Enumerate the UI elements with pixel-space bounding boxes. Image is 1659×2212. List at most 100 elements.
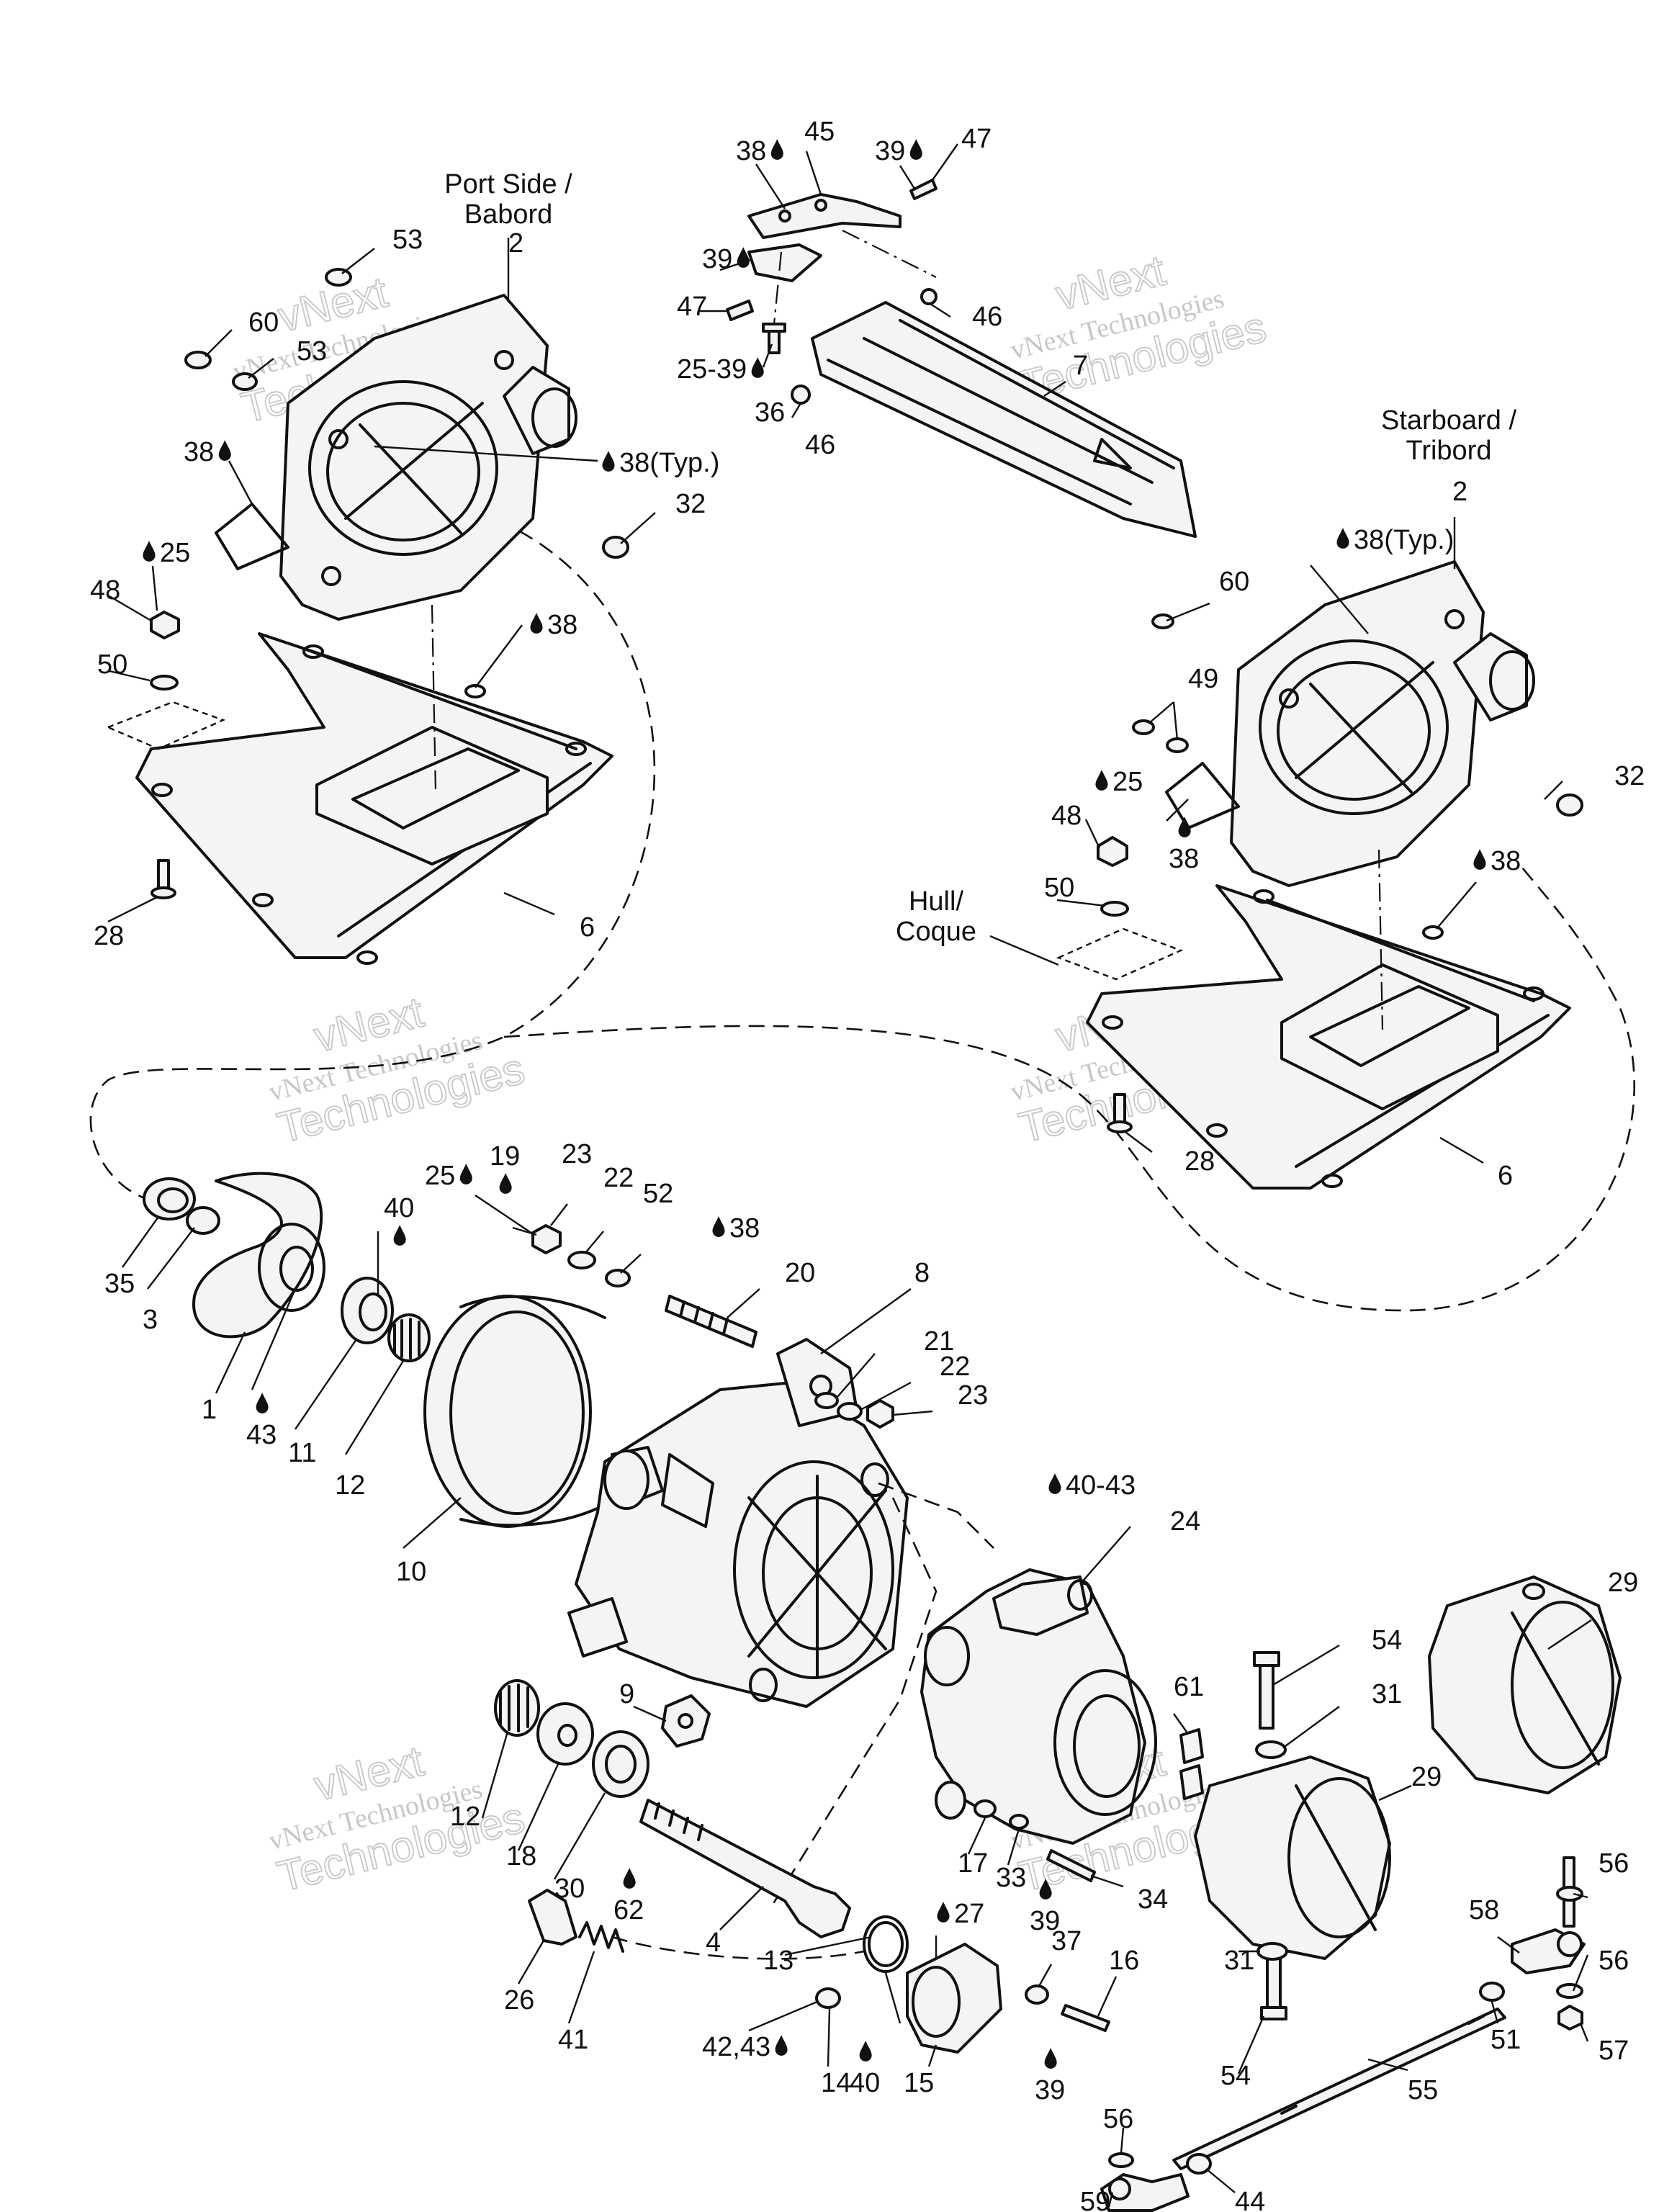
drop-icon (909, 139, 922, 160)
drop-icon (602, 451, 615, 472)
ride-plate-part-7 (811, 301, 1197, 538)
drive-shaft-part-4 (639, 1799, 851, 1938)
intake-housing-port-part-2 (215, 294, 577, 621)
callout-label-l38f: 38 (729, 1213, 760, 1244)
callout-label-l24: 24 (1170, 1506, 1200, 1537)
seal-part-11 (341, 1277, 394, 1344)
drop-icon (530, 613, 543, 634)
washer-part-53 (232, 268, 352, 391)
drop-icon (1336, 528, 1349, 549)
callout-label-l2a: 2 (508, 228, 523, 258)
washer-part-31 (1255, 1740, 1288, 1961)
callout-label-l2b: 2 (1452, 477, 1467, 507)
callout-label-l38c: 38 (547, 610, 577, 640)
drop-icon (751, 357, 764, 378)
seal-outline (1056, 927, 1184, 981)
pump-housing-part-8 (567, 1338, 909, 1708)
callout-label-l25c: 25 (425, 1161, 455, 1191)
nut-part-57 (1557, 2005, 1583, 2031)
callout-label-l38typa: 38(Typ.) (619, 448, 719, 478)
callout-label-l22a: 22 (603, 1163, 634, 1193)
insert-part-9 (661, 1694, 711, 1748)
drop-icon (499, 1173, 512, 1194)
callout-label-l62: 62 (613, 1895, 644, 1925)
assembly-alignment-line (611, 1936, 865, 1960)
callout-label-l18: 18 (506, 1841, 536, 1871)
drop-icon (775, 2035, 788, 2056)
drop-icon (1095, 770, 1108, 791)
callout-label-l35: 35 (104, 1269, 135, 1299)
callout-label-l43a: 43 (246, 1420, 276, 1450)
callout-label-l42_43: 42,43 (702, 2032, 770, 2062)
washer-part-52 (605, 1269, 631, 1287)
assembly-centerline (842, 230, 937, 278)
callout-label-l31b: 31 (1224, 1946, 1254, 1976)
callout-label-l12a: 12 (335, 1470, 365, 1501)
callout-label-l45: 45 (804, 117, 835, 147)
callout-label-l51: 51 (1491, 2025, 1521, 2055)
callout-label-l23a: 23 (562, 1139, 592, 1169)
steering-rod-part-55 (1172, 2008, 1506, 2170)
bearing-part-30 (592, 1730, 649, 1798)
starboard-note-line1: Starboard / (1381, 405, 1516, 436)
washer-part-60 (184, 351, 1174, 629)
callout-label-l53a: 53 (392, 225, 423, 255)
callout-label-l6a: 6 (580, 912, 595, 943)
washer-part-50 (150, 675, 1129, 917)
screw-part-16 (1061, 2004, 1110, 2032)
callout-label-l22b: 22 (940, 1352, 970, 1382)
callout-label-l60b: 60 (1219, 567, 1249, 597)
bolt-part-54 (1253, 1651, 1287, 2020)
port-side-note-line1: Port Side / (444, 169, 572, 199)
seal-outline (105, 701, 226, 750)
callout-label-l33: 33 (996, 1863, 1026, 1893)
callout-label-l57: 57 (1599, 2036, 1629, 2066)
drop-icon (1178, 817, 1191, 837)
assembly-alignment-line (769, 1497, 938, 1909)
callout-label-l38e: 38 (1491, 846, 1521, 876)
callout-label-l38d: 38 (1169, 844, 1199, 874)
callout-label-l56a: 56 (1599, 1848, 1629, 1879)
callout-label-l58: 58 (1469, 1895, 1499, 1925)
callout-label-l1: 1 (202, 1395, 217, 1425)
callout-label-l47b: 47 (677, 292, 707, 322)
callout-label-l40a: 40 (384, 1193, 414, 1223)
assembly-centerline (1377, 849, 1384, 1030)
drop-icon (393, 1225, 406, 1246)
ball-joint-part-59 (1100, 2173, 1190, 2212)
drop-icon (256, 1393, 269, 1413)
callout-label-l59: 59 (1080, 2187, 1110, 2212)
venturi-part-24 (920, 1568, 1157, 1845)
nozzle-part-29 (1194, 1575, 1622, 1960)
drop-icon (143, 541, 156, 562)
callout-label-l28b: 28 (1184, 1146, 1215, 1177)
callout-label-l13: 13 (763, 1946, 793, 1976)
callout-label-l16: 16 (1109, 1946, 1139, 1976)
callout-label-l61: 61 (1174, 1672, 1204, 1702)
drop-icon (937, 1902, 950, 1923)
callout-label-l37: 37 (1051, 1926, 1082, 1956)
washer-part-37 (1025, 1984, 1049, 2005)
ball-joint-part-58 (1511, 1856, 1586, 1974)
callout-label-l54a: 54 (1372, 1625, 1402, 1655)
callout-label-l40_43: 40-43 (1066, 1470, 1136, 1501)
callout-label-l47a: 47 (961, 124, 992, 154)
callout-label-l34: 34 (1138, 1884, 1168, 1915)
spring-part-41 (578, 1921, 624, 1953)
callout-label-l54b: 54 (1220, 2061, 1251, 2091)
callout-label-l32b: 32 (1614, 761, 1645, 791)
o-ring-part-13 (863, 1915, 909, 1973)
cap-part-15 (906, 1943, 1002, 2054)
washer-part-18 (536, 1702, 594, 1766)
callout-label-l21: 21 (924, 1326, 954, 1357)
callout-label-l12b: 12 (450, 1802, 480, 1832)
callout-label-l25a: 25 (160, 538, 190, 568)
callout-label-l23b: 23 (958, 1380, 988, 1411)
callout-label-l40b: 40 (850, 2068, 880, 2098)
callout-label-l39c: 39 (1030, 1906, 1060, 1936)
washer-part-21 (814, 1392, 839, 1409)
screw-part-34 (1046, 1849, 1096, 1882)
callout-label-l31a: 31 (1372, 1679, 1402, 1709)
bolt-part-47 (726, 179, 938, 321)
